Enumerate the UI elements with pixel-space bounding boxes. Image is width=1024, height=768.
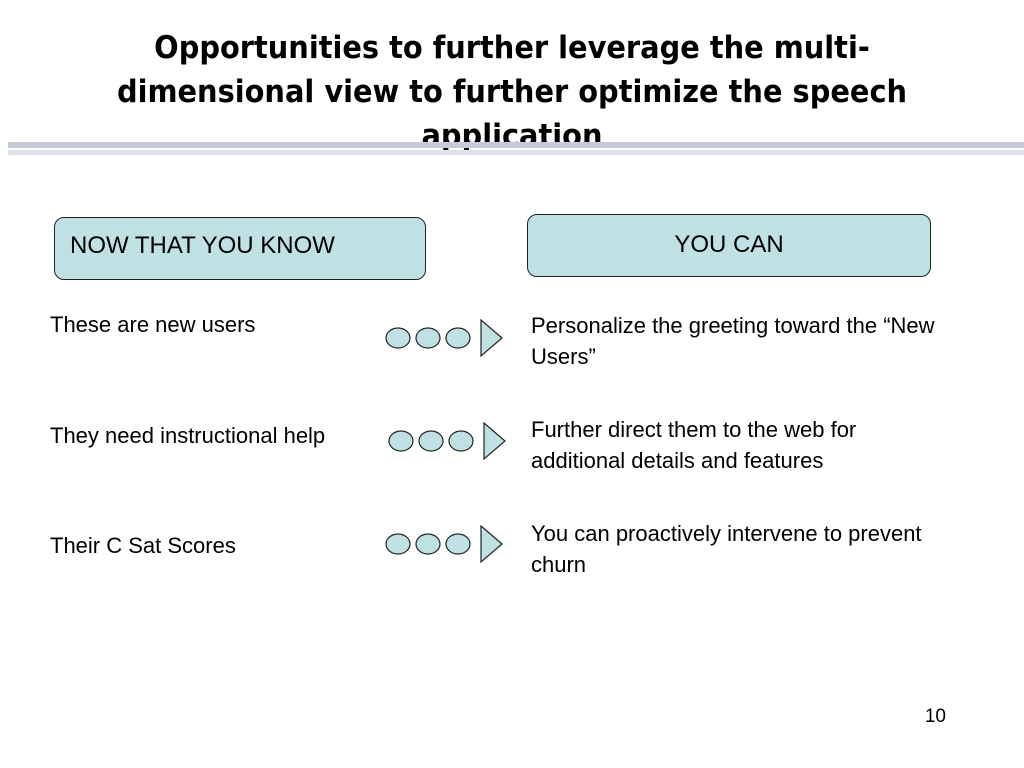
know-item-2: They need instructional help <box>50 423 326 448</box>
connector-arrow-icon <box>385 318 503 358</box>
connector-arrow-icon <box>388 421 506 461</box>
know-item-3: Their C Sat Scores <box>50 533 236 558</box>
title-divider <box>8 142 1024 148</box>
can-item-3: You can proactively intervene to prevent… <box>531 521 922 577</box>
connector-arrow-icon <box>385 524 503 564</box>
page-number: 10 <box>924 706 946 727</box>
can-item-1: Personalize the greeting toward the “New… <box>531 313 935 369</box>
know-item-1: These are new users <box>50 312 256 337</box>
now-that-you-know-header: NOW THAT YOU KNOW <box>54 217 426 280</box>
title-divider-shadow <box>8 150 1024 155</box>
you-can-header: YOU CAN <box>527 214 931 277</box>
can-item-2: Further direct them to the web for addit… <box>531 417 857 473</box>
slide-title: Opportunities to further leverage the mu… <box>116 30 908 154</box>
